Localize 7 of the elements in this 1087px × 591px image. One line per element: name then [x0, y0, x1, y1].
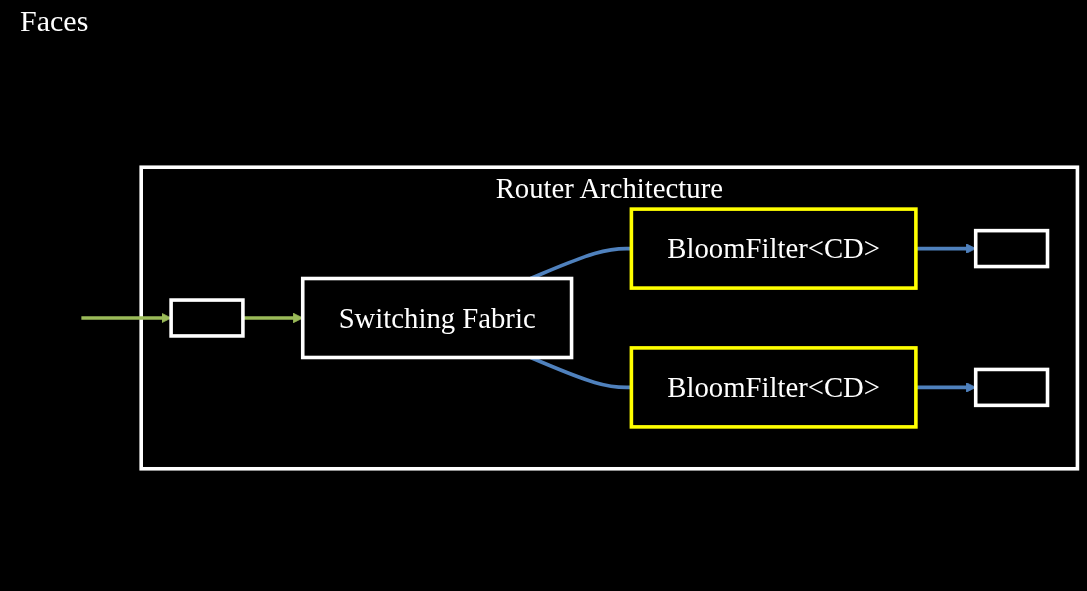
node-box — [973, 367, 1050, 408]
node-box — [169, 298, 245, 338]
node-box: BloomFilter<CD> — [629, 346, 918, 429]
node-box: Switching Fabric — [300, 276, 574, 360]
node-box: BloomFilter<CD> — [629, 207, 918, 290]
node-box — [973, 228, 1050, 269]
label-text: Faces — [20, 4, 89, 37]
